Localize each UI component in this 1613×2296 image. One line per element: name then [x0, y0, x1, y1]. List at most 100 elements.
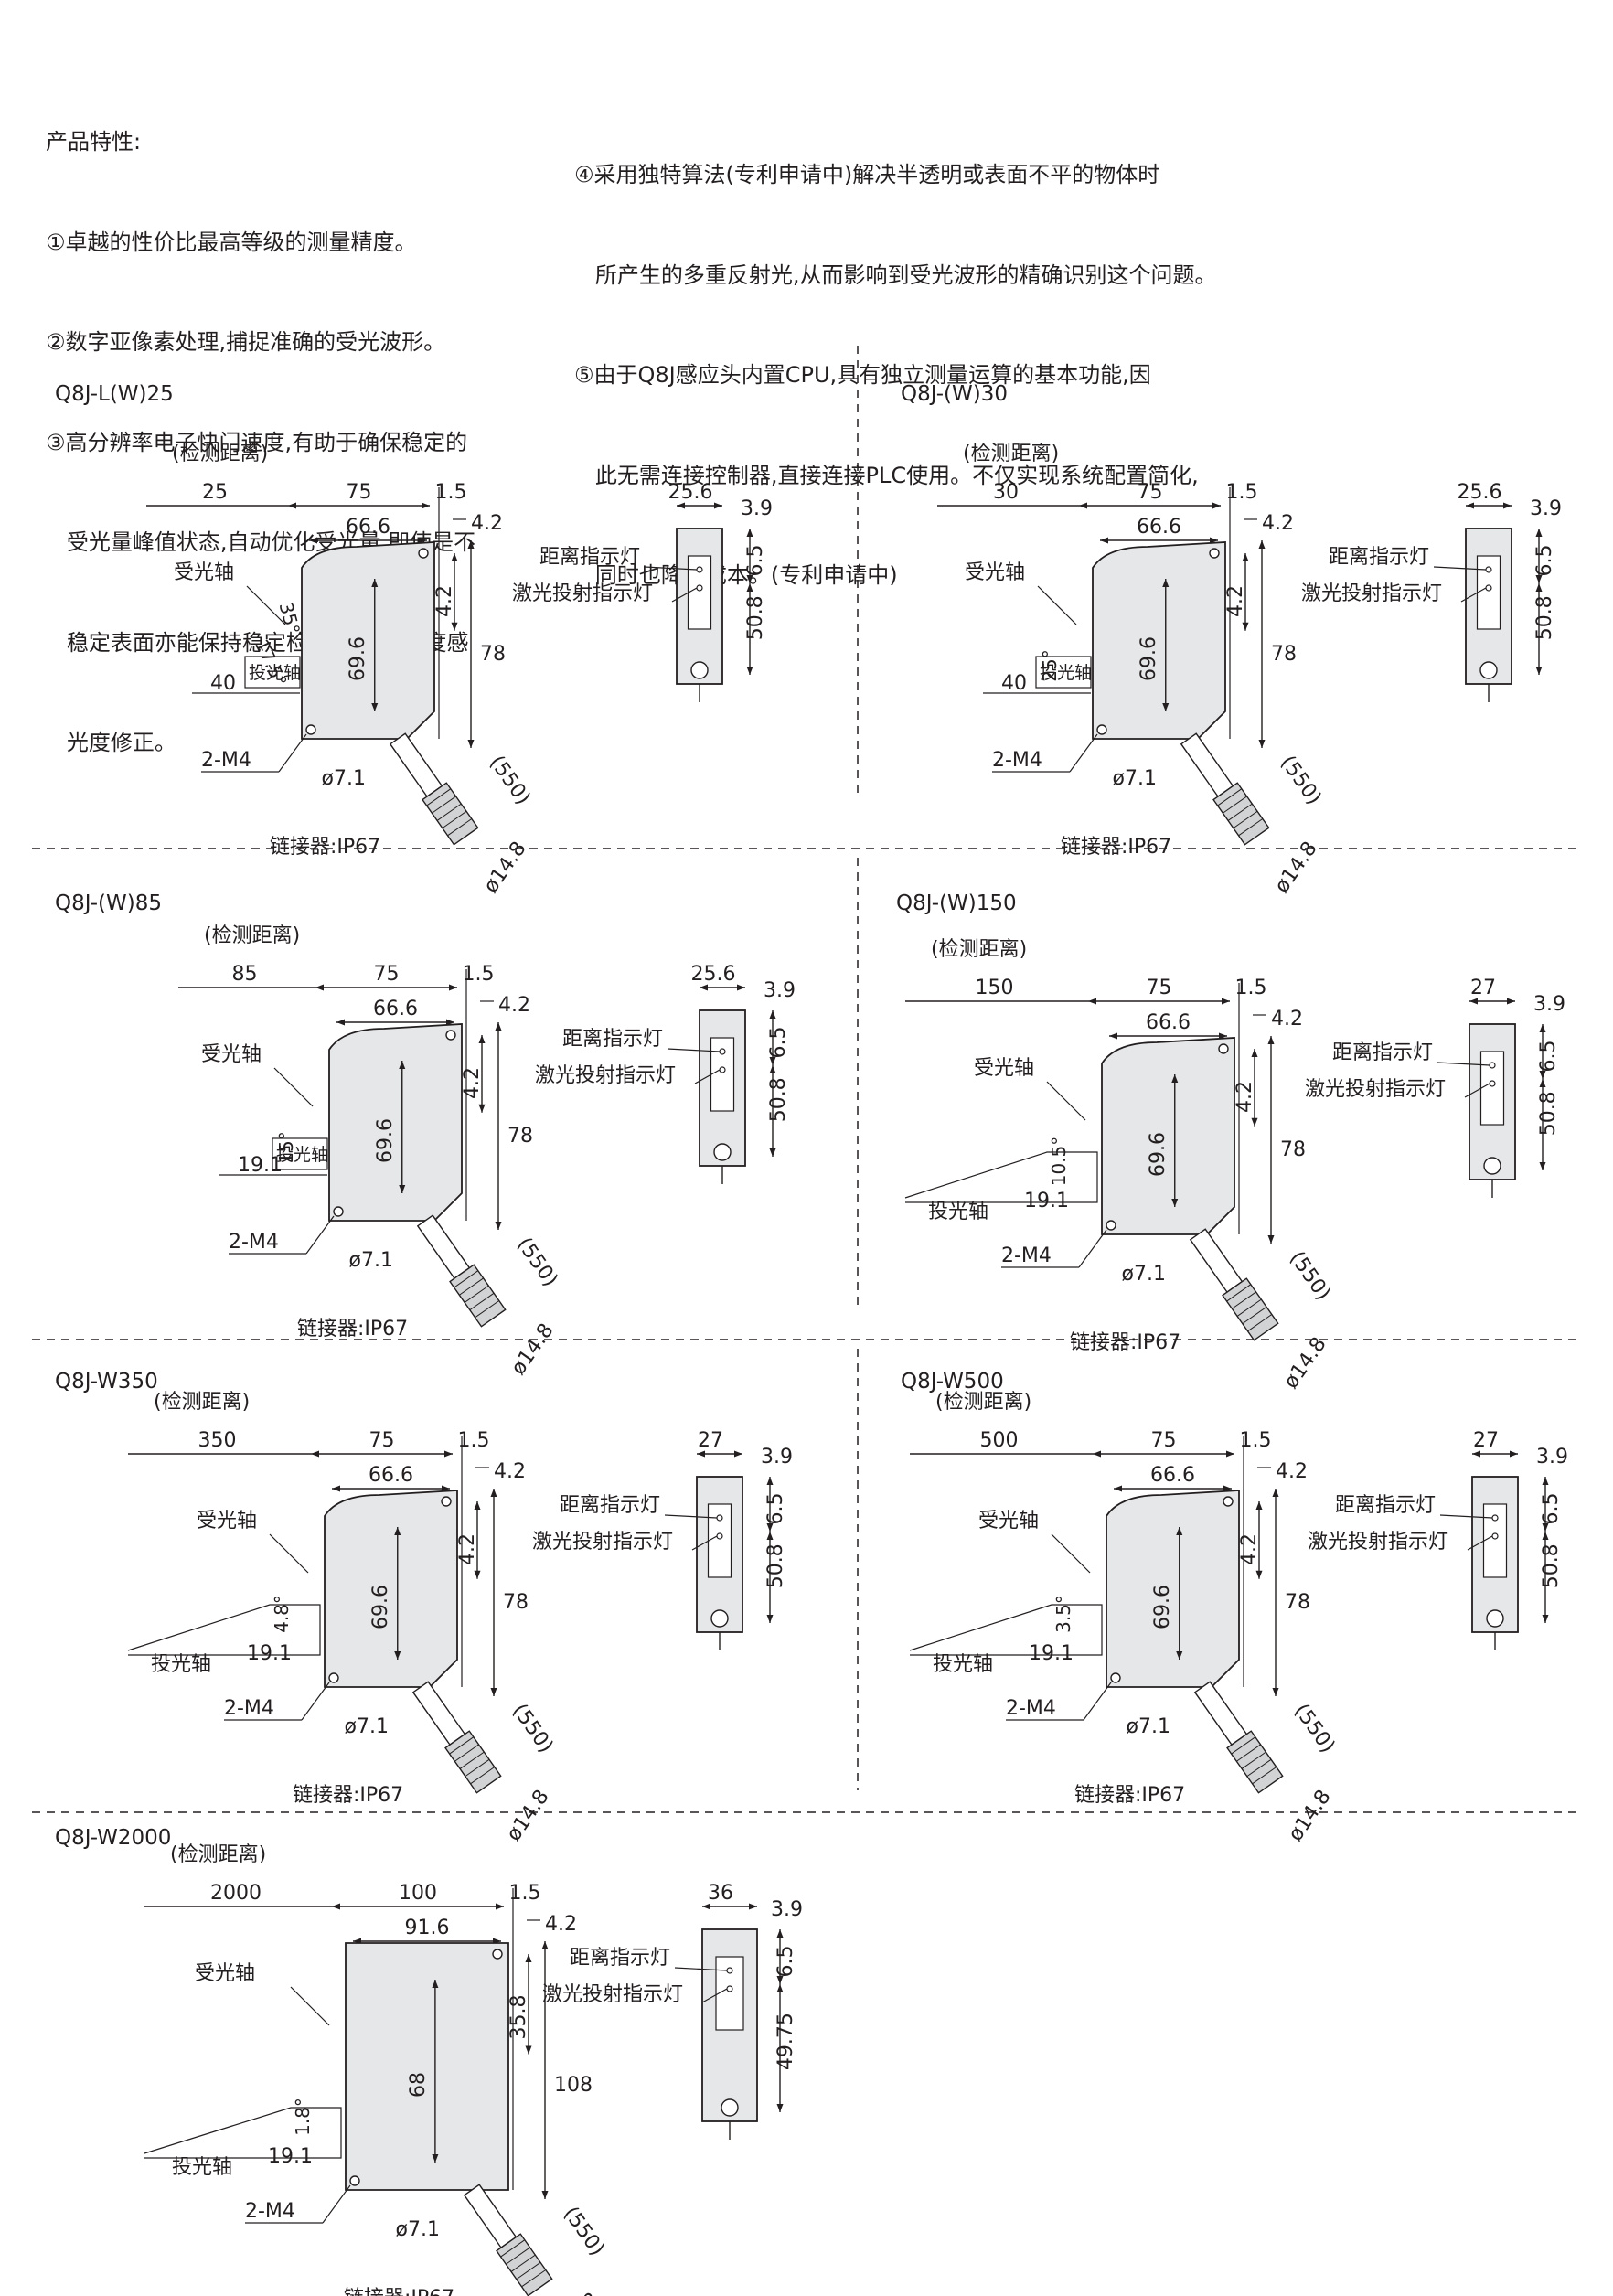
distance-indicator-label: 距离指示灯: [560, 1494, 660, 1517]
connector: [444, 1730, 502, 1794]
cable-length-label: (550): [1276, 752, 1325, 809]
leader-line: [1046, 1081, 1086, 1121]
receive-axis-label: 受光轴: [201, 1043, 262, 1066]
emit-y-value: 40: [210, 672, 236, 695]
arrow-head: [496, 1903, 504, 1910]
side-lower-value: 50.8: [1537, 1091, 1560, 1136]
connector-ridge: [475, 1300, 500, 1319]
arrow-head: [1469, 998, 1478, 1005]
connector-ridge: [1223, 796, 1247, 814]
arrow-head: [769, 1057, 776, 1065]
sensor-body: [1092, 541, 1226, 740]
model-name: Q8J-W2000: [55, 1826, 171, 1850]
connector-dia-label: ø14.8: [1270, 838, 1321, 897]
hole-value: 4.2: [456, 1533, 479, 1565]
detect-distance-label: (检测距离): [170, 1843, 266, 1866]
distance-value: 350: [198, 1429, 237, 1452]
connector-ridge: [1231, 1736, 1256, 1755]
distance-led-icon: [1485, 566, 1492, 573]
arrow-head: [1535, 529, 1543, 537]
arrow-head: [311, 1450, 319, 1458]
distance-indicator-label: 距离指示灯: [562, 1028, 663, 1051]
side-thickness-value: 3.9: [741, 497, 773, 520]
edge-value: 4.2: [471, 512, 503, 535]
inner-width-value: 66.6: [1137, 516, 1181, 539]
laser-indicator-label: 激光投射指示灯: [1308, 1531, 1448, 1554]
cable-dia-label: ø7.1: [396, 2218, 440, 2241]
total-height-value: 78: [1271, 643, 1297, 666]
connector-label: 链接器:IP67: [1070, 1331, 1180, 1354]
emit-axis-label: 投光轴: [1040, 663, 1092, 683]
cable-assembly: [411, 1681, 502, 1794]
cable: [1180, 732, 1234, 798]
width-value: 75: [1147, 977, 1172, 999]
cable-assembly: [389, 732, 479, 846]
leader-line: [246, 585, 286, 625]
connector-ridge: [436, 803, 462, 821]
inner-width-value: 91.6: [405, 1917, 450, 1939]
detect-distance-label: (检测距离): [204, 924, 300, 947]
connector-label: 链接器:IP67: [293, 1784, 403, 1807]
arrow-head: [677, 502, 685, 509]
connector-ridge: [510, 2254, 536, 2272]
distance-led-icon: [1491, 1514, 1499, 1522]
model-name: Q8J-W500: [901, 1370, 1004, 1394]
arrow-head: [490, 1688, 497, 1696]
arrow-head: [309, 537, 317, 544]
side-lower-value: 50.8: [764, 1543, 787, 1588]
distance-indicator-label: 距离指示灯: [1332, 1041, 1433, 1064]
edge-value: 4.2: [1271, 1008, 1303, 1031]
laser-indicator-label: 激光投射指示灯: [1305, 1078, 1446, 1101]
receive-axis-label: 受光轴: [974, 1057, 1034, 1080]
arrow-head: [1466, 502, 1474, 509]
connector-label: 链接器:IP67: [344, 2287, 454, 2296]
leader-line: [674, 1967, 728, 1971]
arrow-head: [769, 1065, 776, 1073]
arrow-head: [776, 1984, 784, 1992]
height-value: 68: [407, 2072, 430, 2098]
arrow-head: [1258, 740, 1266, 748]
height-value: 69.6: [1138, 636, 1160, 681]
leader-line: [1433, 566, 1487, 571]
inner-width-value: 66.6: [346, 516, 390, 539]
connector-ridge: [521, 2269, 547, 2288]
distance-indicator-label: 距离指示灯: [570, 1947, 670, 1970]
arrow-head: [1222, 998, 1230, 1005]
cable: [389, 732, 443, 798]
distance-value: 30: [993, 481, 1019, 504]
emit-axis-label: 投光轴: [249, 663, 301, 683]
arrow-head: [495, 1022, 502, 1031]
arrow-head: [714, 502, 722, 509]
connector-ridge: [454, 1744, 479, 1762]
connector: [1222, 1277, 1279, 1341]
side-width-value: 25.6: [1458, 481, 1502, 504]
leader-line: [694, 1069, 721, 1084]
arrow-head: [1535, 667, 1543, 675]
angle-value: 15°: [275, 1131, 297, 1163]
connector-ridge: [500, 2239, 526, 2258]
emit-axis-box: [244, 656, 301, 689]
side-thickness-value: 3.9: [764, 979, 796, 1002]
connector-ridge: [449, 1736, 475, 1755]
arrow-head: [1176, 1527, 1183, 1535]
connector-ridge: [1241, 1751, 1266, 1769]
side-upper-value: 6.5: [744, 545, 767, 577]
side-cable-port: [1479, 661, 1498, 679]
feature-line: 所产生的多重反射光,从而影响到受光波形的精确识别这个问题。: [574, 262, 1217, 288]
arrow-head: [1535, 575, 1543, 583]
connector-dia-label: ø14.8: [502, 1786, 553, 1845]
cable-assembly: [416, 1214, 507, 1328]
cable-length-label: (550): [512, 1233, 561, 1291]
arrow-head: [1251, 1117, 1258, 1127]
leader-line: [1464, 1083, 1490, 1098]
cable-assembly: [1180, 732, 1270, 846]
offset-value: 1.5: [463, 963, 495, 986]
arrow-head: [288, 502, 296, 509]
edge-value: 4.2: [494, 1460, 526, 1483]
cable-assembly: [1189, 1228, 1279, 1341]
width-value: 75: [369, 1429, 395, 1452]
